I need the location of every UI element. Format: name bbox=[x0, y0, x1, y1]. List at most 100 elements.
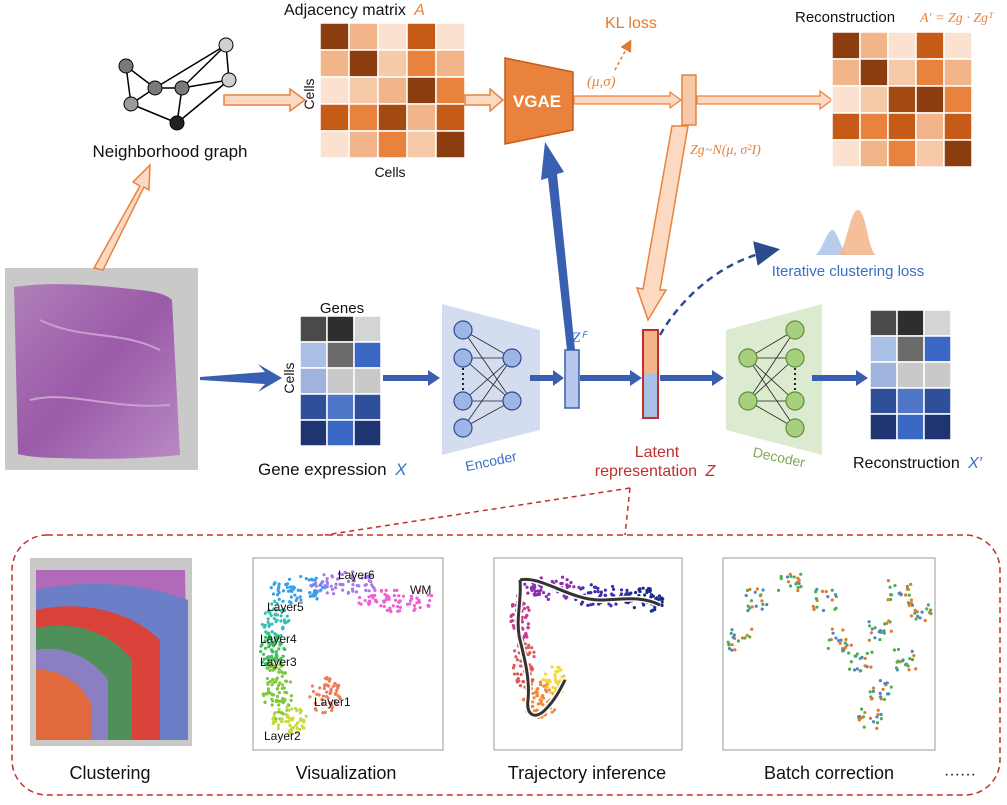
visualization-point bbox=[351, 589, 355, 593]
visualization-point bbox=[281, 599, 285, 603]
trajectory-point bbox=[536, 687, 540, 691]
trajectory-point bbox=[554, 669, 558, 674]
reconstruction-top-cell bbox=[887, 58, 917, 87]
reconstruction-bottom-cell bbox=[869, 309, 898, 337]
visualization-point bbox=[299, 598, 303, 602]
visualization-point bbox=[263, 611, 267, 615]
visualization-point bbox=[334, 691, 338, 695]
visualization-point bbox=[281, 626, 285, 630]
batch-point bbox=[820, 589, 825, 594]
batch-point bbox=[870, 627, 874, 631]
trajectory-point bbox=[565, 595, 569, 599]
visualization-point bbox=[266, 620, 270, 624]
gene-cell bbox=[353, 315, 382, 343]
trajectory-point bbox=[526, 652, 530, 657]
batch-point bbox=[831, 631, 835, 635]
batch-point bbox=[830, 627, 834, 631]
trajectory-point bbox=[651, 594, 655, 598]
visualization-point bbox=[395, 588, 399, 592]
batch-point bbox=[883, 681, 887, 686]
tissue-texture-line bbox=[29, 396, 171, 407]
batch-point bbox=[878, 691, 882, 695]
visualization-point bbox=[354, 590, 359, 594]
visualization-point bbox=[281, 654, 285, 658]
batch-point bbox=[927, 610, 932, 615]
reconstruction-matrix-bottom: Reconstruction X′ bbox=[853, 309, 983, 472]
batch-point bbox=[920, 610, 924, 614]
visualization-point bbox=[280, 683, 285, 687]
trajectory-point bbox=[533, 690, 538, 694]
visualization-point bbox=[318, 686, 322, 690]
visualization-point bbox=[325, 579, 329, 584]
trajectory-point bbox=[633, 590, 638, 595]
reconstruction-bottom-cell bbox=[869, 361, 898, 389]
visualization-point bbox=[364, 575, 368, 580]
visualization-point bbox=[266, 617, 270, 621]
batch-point bbox=[826, 646, 830, 651]
batch-point bbox=[863, 710, 867, 715]
visualization-point bbox=[289, 588, 293, 592]
visualization-point bbox=[367, 595, 371, 599]
visualization-point bbox=[269, 586, 273, 590]
trajectory-point bbox=[512, 649, 517, 653]
visualization-point bbox=[286, 589, 291, 593]
trajectory-point bbox=[569, 580, 573, 585]
trajectory-point bbox=[515, 658, 520, 662]
trajectory-point bbox=[541, 678, 545, 682]
latent-vector bbox=[642, 329, 659, 419]
batch-point bbox=[926, 603, 930, 607]
visualization-point bbox=[367, 579, 371, 583]
visualization-point bbox=[277, 691, 281, 695]
visualization-point bbox=[325, 690, 329, 694]
visualization-point bbox=[340, 573, 344, 577]
arrow-graph-to-adjacency bbox=[223, 87, 307, 113]
batch-point bbox=[882, 629, 886, 633]
visualization-point bbox=[323, 684, 327, 688]
gene-cell bbox=[299, 367, 328, 395]
batch-point bbox=[869, 631, 873, 635]
batch-point bbox=[879, 717, 883, 721]
reconstruction-bottom-cell bbox=[896, 309, 925, 337]
adjacency-cell bbox=[435, 22, 466, 51]
visualization-point bbox=[289, 698, 293, 702]
visualization-point bbox=[373, 593, 377, 598]
batch-point bbox=[813, 590, 818, 594]
batch-point bbox=[853, 654, 857, 658]
batch-point bbox=[745, 633, 749, 637]
batch-point bbox=[786, 580, 791, 584]
batch-point bbox=[905, 584, 910, 589]
batch-point bbox=[914, 617, 918, 621]
gene-cell bbox=[326, 419, 355, 447]
batch-point bbox=[906, 601, 911, 605]
visualization-point bbox=[325, 576, 329, 581]
batch-point bbox=[750, 605, 754, 609]
trajectory-point bbox=[629, 591, 633, 595]
batch-point bbox=[918, 616, 922, 620]
batch-point bbox=[745, 588, 750, 593]
trajectory-point bbox=[553, 678, 558, 682]
adjacency-cell bbox=[435, 76, 466, 105]
gene-cell bbox=[299, 419, 328, 447]
visualization-panel: Layer6 WM Layer5 Layer4 Layer3 Layer1 La… bbox=[252, 557, 444, 751]
trajectory-point bbox=[529, 665, 534, 669]
trajectory-point bbox=[523, 642, 527, 646]
batch-point bbox=[749, 599, 754, 603]
visualization-point bbox=[270, 703, 274, 707]
visualization-point bbox=[311, 689, 316, 694]
zg-distribution-label: Zɡ~N(μ, σ²I) bbox=[690, 143, 761, 158]
visualization-point bbox=[285, 582, 290, 586]
visualization-point bbox=[295, 731, 299, 735]
batch-point bbox=[837, 639, 841, 643]
visualization-point bbox=[284, 712, 288, 717]
visualization-point bbox=[275, 687, 279, 691]
trajectory-point bbox=[546, 597, 550, 602]
batch-point bbox=[815, 587, 819, 591]
batch-point bbox=[760, 599, 764, 603]
trajectory-point bbox=[521, 627, 525, 631]
batch-point bbox=[892, 648, 897, 652]
visualization-point bbox=[271, 699, 275, 703]
visualization-point bbox=[334, 702, 339, 706]
encoder-node bbox=[453, 348, 473, 368]
visualization-point bbox=[287, 618, 291, 623]
